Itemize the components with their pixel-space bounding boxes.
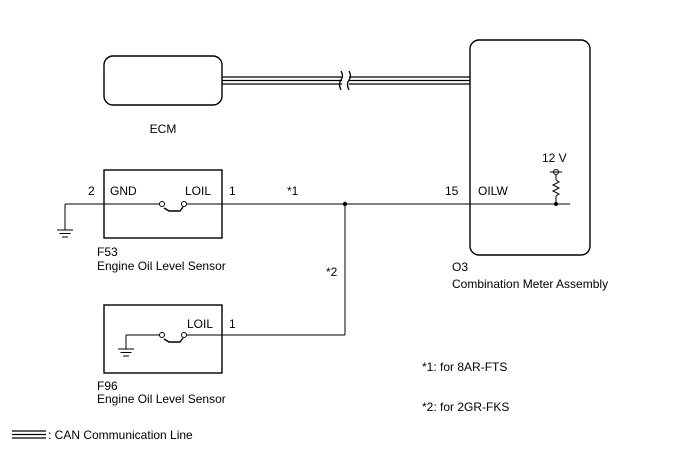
combination-meter-code: O3 <box>452 260 468 274</box>
sensor-f96-pin-loil-number: 1 <box>229 317 236 331</box>
combination-meter-name: Combination Meter Assembly <box>452 277 608 291</box>
sensor-f96-pin-loil: LOIL <box>187 317 213 331</box>
ground-f96 <box>118 335 134 357</box>
sensor-f53-name: Engine Oil Level Sensor <box>97 259 226 273</box>
legend-can-symbol <box>12 430 46 439</box>
meter-voltage-label: 12 V <box>542 151 567 165</box>
sensor-f53-code: F53 <box>97 245 118 259</box>
sensor-f53-pin-loil: LOIL <box>185 184 211 198</box>
ecm-label: ECM <box>150 122 177 136</box>
ground-f53 <box>57 203 104 238</box>
pull-up-resistor <box>550 169 562 206</box>
sensor-f53-pin-gnd-number: 2 <box>88 184 95 198</box>
legend-can-label: : CAN Communication Line <box>48 428 193 442</box>
wire-note-1-marker: *1 <box>287 184 299 198</box>
sensor-f96-box <box>103 304 223 374</box>
ecm-box <box>103 55 223 106</box>
meter-pin-oilw: OILW <box>478 184 508 198</box>
sensor-f96-name: Engine Oil Level Sensor <box>97 392 226 406</box>
footnote-2: *2: for 2GR-FKS <box>422 400 509 414</box>
footnote-1: *1: for 8AR-FTS <box>422 360 507 374</box>
combination-meter-box <box>469 39 591 256</box>
sensor-f96-switch <box>126 332 222 343</box>
sensor-f53-pin-gnd: GND <box>110 184 137 198</box>
sensor-f53-pin-loil-number: 1 <box>229 184 236 198</box>
meter-pin-number: 15 <box>445 184 459 198</box>
sensor-f53-switch <box>104 201 222 212</box>
wire-note-2-marker: *2 <box>326 265 338 279</box>
sensor-f96-code: F96 <box>97 379 118 393</box>
can-communication-line <box>222 70 470 91</box>
